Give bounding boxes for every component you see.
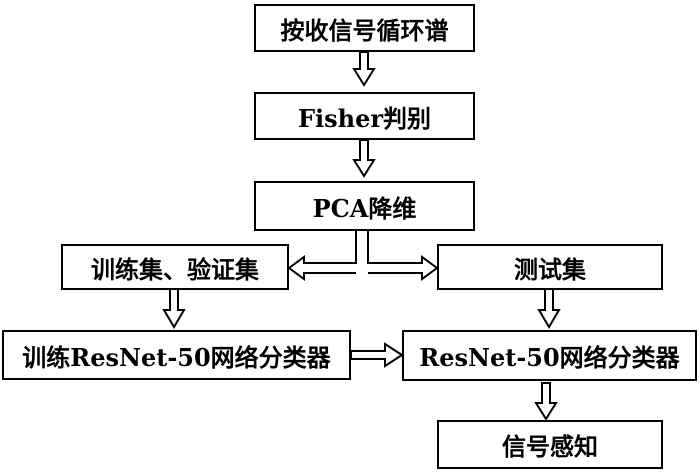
arrow-test-to-resnet	[537, 287, 561, 329]
node-resnet: ResNet-50网络分类器	[402, 330, 697, 381]
arrow-receive-to-fisher	[352, 51, 376, 87]
arrow-resnet-to-perception	[534, 382, 558, 421]
node-receive: 按收信号循环谱	[254, 4, 475, 52]
node-pca: PCA降维	[254, 181, 475, 231]
arrow-trainresnet-to-resnet	[350, 342, 404, 368]
node-test: 测试集	[437, 244, 663, 290]
node-train-val: 训练集、验证集	[61, 244, 289, 290]
node-train-resnet: 训练ResNet-50网络分类器	[2, 330, 351, 380]
node-perception: 信号感知	[437, 420, 663, 469]
arrow-fisher-to-pca	[352, 139, 376, 178]
node-fisher: Fisher判别	[254, 92, 475, 140]
arrow-trainval-to-trainresnet	[162, 287, 186, 329]
